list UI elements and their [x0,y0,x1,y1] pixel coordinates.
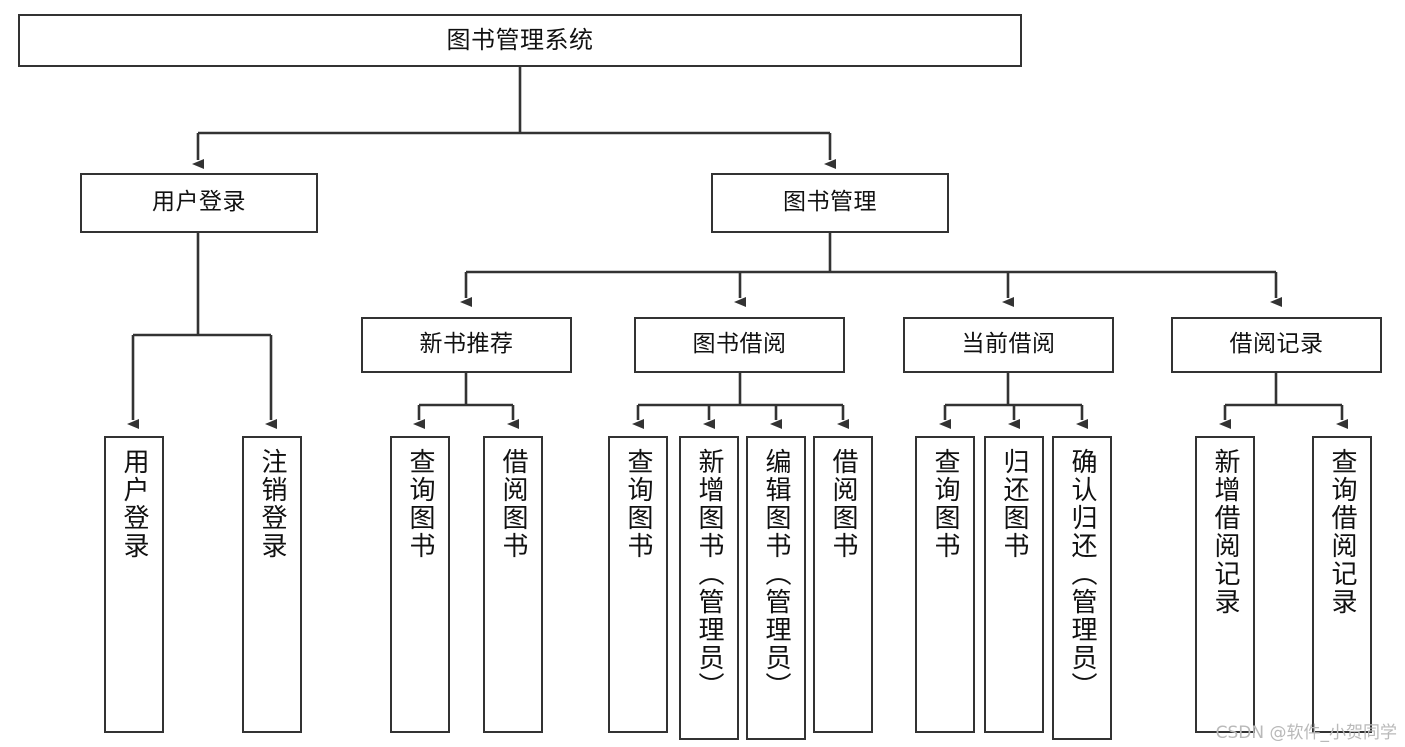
node-label: 新增借阅记录 [1210,448,1240,616]
node-root-system[interactable]: 图书管理系统 [18,14,1022,67]
node-label: 借阅记录 [1229,331,1324,358]
node-label: 借阅图书 [828,448,858,560]
leaf-return-book[interactable]: 归还图书 [984,436,1044,733]
node-label: 图书管理 [783,189,877,216]
node-label: 用户登录 [152,189,246,216]
leaf-query-book-recommend[interactable]: 查询图书 [390,436,450,733]
node-label: 当前借阅 [961,331,1056,358]
leaf-user-login[interactable]: 用户登录 [104,436,164,733]
node-label: 确认归还（管理员） [1067,448,1097,700]
node-label: 查询图书 [405,448,435,560]
node-book-borrow[interactable]: 图书借阅 [634,317,845,373]
node-label: 新增图书（管理员） [694,448,724,700]
leaf-edit-book[interactable]: 编辑图书（管理员） [746,436,806,740]
leaf-confirm-return[interactable]: 确认归还（管理员） [1052,436,1112,740]
leaf-borrow-book[interactable]: 借阅图书 [813,436,873,733]
node-user-login[interactable]: 用户登录 [80,173,318,233]
node-book-manage[interactable]: 图书管理 [711,173,949,233]
node-label: 查询图书 [623,448,653,560]
node-new-book-recommend[interactable]: 新书推荐 [361,317,572,373]
node-label: 图书借阅 [692,331,787,358]
leaf-query-book-borrow[interactable]: 查询图书 [608,436,668,733]
node-label: 借阅图书 [498,448,528,560]
node-label: 新书推荐 [419,331,514,358]
csdn-watermark: CSDN @软件_小贺同学 [1215,723,1397,743]
leaf-logout-login[interactable]: 注销登录 [242,436,302,733]
node-label: 编辑图书（管理员） [761,448,791,700]
node-label: 查询借阅记录 [1327,448,1357,616]
node-label: 图书管理系统 [446,26,594,55]
node-borrow-record[interactable]: 借阅记录 [1171,317,1382,373]
leaf-query-borrow-record[interactable]: 查询借阅记录 [1312,436,1372,733]
leaf-add-book[interactable]: 新增图书（管理员） [679,436,739,740]
leaf-query-book-current[interactable]: 查询图书 [915,436,975,733]
leaf-borrow-book-recommend[interactable]: 借阅图书 [483,436,543,733]
node-label: 归还图书 [999,448,1029,560]
leaf-add-borrow-record[interactable]: 新增借阅记录 [1195,436,1255,733]
node-label: 查询图书 [930,448,960,560]
node-current-borrow[interactable]: 当前借阅 [903,317,1114,373]
node-label: 用户登录 [119,448,149,560]
node-label: 注销登录 [257,448,287,560]
